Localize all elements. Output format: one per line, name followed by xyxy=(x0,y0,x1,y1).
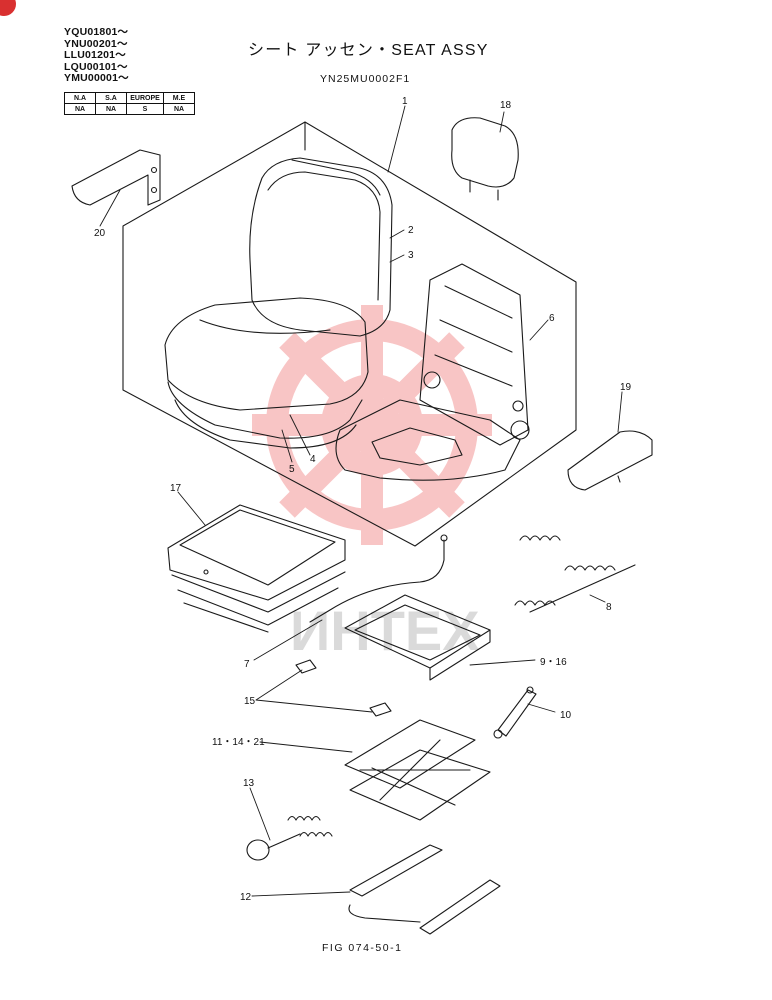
callout-13: 13 xyxy=(243,778,255,789)
leader-line xyxy=(249,787,271,841)
leader-line xyxy=(389,254,405,263)
callout-6: 6 xyxy=(549,313,555,324)
slide-rail-frame xyxy=(344,594,491,681)
callout-3: 3 xyxy=(408,250,414,261)
callout-labels: 1 2 3 4 5 6 7 8 9・16 10 11・14・21 12 13 1… xyxy=(94,96,632,903)
height-adjust-knob xyxy=(246,815,333,861)
seat-cushion xyxy=(164,297,369,449)
model-code: YN25MU0002F1 xyxy=(320,73,411,85)
market-value: NA xyxy=(64,103,96,115)
callout-20: 20 xyxy=(94,228,106,239)
callout-12: 12 xyxy=(240,892,252,903)
watermark-logo xyxy=(252,305,492,545)
leader-line xyxy=(99,189,121,227)
callout-4: 4 xyxy=(310,454,316,465)
spring-set xyxy=(514,535,636,613)
watermark-text: ИНТЕХ xyxy=(290,599,480,662)
watermark-gear-hub xyxy=(321,374,423,476)
watermark-gear-ring xyxy=(266,319,478,531)
figure-reference: FIG 074-50-1 xyxy=(322,942,403,954)
market-value: NA xyxy=(163,103,195,115)
leader-line xyxy=(255,669,373,713)
leader-line xyxy=(281,429,293,463)
callout-5: 5 xyxy=(289,464,295,475)
leader-line xyxy=(177,491,206,526)
callout-8: 8 xyxy=(606,602,612,613)
callout-15: 15 xyxy=(244,696,256,707)
callout-1: 1 xyxy=(402,96,408,107)
watermark-gear-spoke xyxy=(279,332,465,518)
armrest-left xyxy=(71,149,161,206)
serial-range: YMU00001～ xyxy=(64,72,129,84)
callout-9-16: 9・16 xyxy=(540,657,567,668)
leader-line xyxy=(617,391,623,433)
leader-line xyxy=(529,319,549,341)
page-title: シート アッセン・SEAT ASSY xyxy=(248,42,489,59)
serial-range: YNU00201～ xyxy=(64,37,128,50)
leader-line xyxy=(289,414,311,456)
market-header-row: N.A S.A EUROPE M.E xyxy=(64,92,195,104)
callout-11-14-21: 11・14・21 xyxy=(212,737,265,748)
callout-2: 2 xyxy=(408,225,414,236)
market-table: N.A S.A EUROPE M.E NA NA S NA xyxy=(64,92,195,115)
serial-range: LQU00101～ xyxy=(64,60,128,73)
callout-7: 7 xyxy=(244,659,250,670)
release-cable xyxy=(309,534,448,623)
leader-line xyxy=(527,703,556,713)
callout-19: 19 xyxy=(620,382,632,393)
corner-badge xyxy=(0,0,16,16)
callout-10: 10 xyxy=(560,710,572,721)
seat-backrest xyxy=(249,157,393,337)
seat-frame xyxy=(335,263,530,481)
scissor-mechanism xyxy=(344,719,491,821)
leader-line xyxy=(387,105,406,173)
suspension-base xyxy=(167,504,346,633)
serial-range: LLU01201～ xyxy=(64,49,126,61)
leader-line xyxy=(499,111,505,133)
serial-range-list: YQU01801～ YNU00201～ LLU01201～ LQU00101～ … xyxy=(64,26,129,85)
market-value: S xyxy=(126,103,164,115)
leader-line xyxy=(389,229,405,239)
gas-spring xyxy=(493,686,537,739)
leader-lines xyxy=(99,105,623,897)
slide-rails xyxy=(348,844,501,935)
callout-17: 17 xyxy=(170,483,182,494)
lever-knobs xyxy=(295,659,392,717)
leader-line xyxy=(469,659,536,666)
leader-line xyxy=(251,891,351,897)
leader-line xyxy=(259,741,353,753)
leader-line xyxy=(589,594,606,603)
serial-range: YQU01801～ xyxy=(64,26,129,38)
leader-line xyxy=(253,619,323,661)
market-value: NA xyxy=(95,103,127,115)
watermark-gear-spoke xyxy=(279,332,465,518)
callout-18: 18 xyxy=(500,100,512,111)
armrest-right xyxy=(567,430,653,491)
market-value-row: NA NA S NA xyxy=(64,103,195,115)
headrest xyxy=(451,117,519,201)
